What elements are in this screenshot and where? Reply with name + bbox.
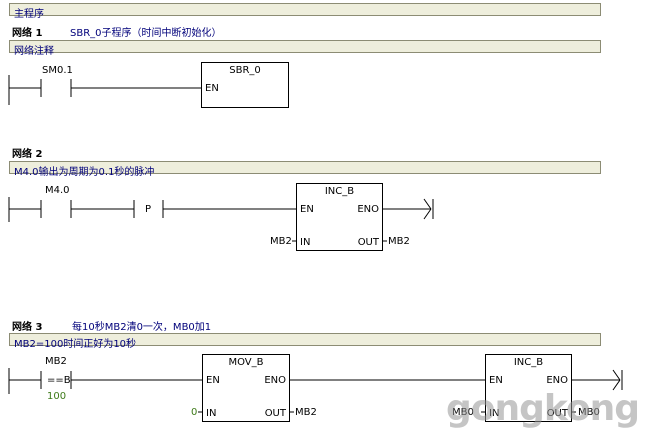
main-program-title: 主程序	[14, 9, 44, 20]
compare-operator[interactable]: ==B	[47, 375, 71, 386]
gongkong-watermark-logo: gongkong	[446, 388, 640, 429]
inc-b-3-out-operand[interactable]: MB0	[578, 407, 600, 418]
network-3-comment-bar[interactable]: MB2=100时间正好为10秒	[9, 333, 601, 350]
contact-sm0-1-label[interactable]: SM0.1	[42, 65, 73, 76]
compare-operand-bottom[interactable]: 100	[47, 391, 67, 402]
network-1-comment: 网络注释	[14, 46, 54, 57]
compare-operand-top[interactable]: MB2	[45, 356, 67, 367]
inc-b-3-box-title: INC_B	[513, 357, 544, 368]
inc-b-en-pin: EN	[300, 204, 314, 215]
inc-b-out-pin: OUT	[357, 237, 379, 248]
inc-b-box-network2[interactable]: INC_B EN ENO IN OUT	[296, 183, 383, 251]
mov-b-eno-pin: ENO	[264, 375, 286, 386]
mov-b-box-title: MOV_B	[228, 357, 264, 368]
network-2-label[interactable]: 网络 2	[12, 149, 43, 160]
network-1-comment-bar[interactable]: 网络注释	[9, 40, 601, 57]
network-3-label[interactable]: 网络 3	[12, 322, 43, 333]
inc-b-eno-pin: ENO	[357, 204, 379, 215]
sbr0-en-pin: EN	[205, 83, 219, 94]
network-2-comment-bar[interactable]: M4.0输出为周期为0.1秒的脉冲	[9, 161, 601, 178]
mov-b-en-pin: EN	[206, 375, 220, 386]
network-3-comment: MB2=100时间正好为10秒	[14, 339, 137, 350]
mov-b-in-pin: IN	[206, 408, 217, 419]
main-program-title-bar[interactable]: 主程序	[9, 3, 601, 20]
sbr0-call-box[interactable]: SBR_0 EN	[201, 62, 289, 108]
mov-b-out-operand[interactable]: MB2	[295, 407, 317, 418]
network-1-title[interactable]: SBR_0子程序（时间中断初始化）	[70, 28, 222, 39]
inc-b-3-eno-pin: ENO	[546, 375, 568, 386]
inc-b-3-out-pin: OUT	[546, 408, 568, 419]
network-1-label[interactable]: 网络 1	[12, 28, 43, 39]
inc-b-box-title: INC_B	[324, 186, 355, 197]
positive-transition-label[interactable]: P	[145, 204, 152, 215]
mov-b-box[interactable]: MOV_B EN ENO IN OUT	[202, 354, 290, 422]
inc-b-box-network3[interactable]: INC_B EN ENO IN OUT	[485, 354, 572, 422]
network-2-comment: M4.0输出为周期为0.1秒的脉冲	[14, 167, 155, 178]
network-3-title[interactable]: 每10秒MB2清0一次，MB0加1	[72, 322, 212, 333]
inc-b-3-in-operand[interactable]: MB0	[452, 407, 474, 418]
contact-m4-0-label[interactable]: M4.0	[45, 185, 70, 196]
inc-b-3-in-pin: IN	[489, 408, 500, 419]
inc-b-out-operand[interactable]: MB2	[388, 236, 410, 247]
inc-b-in-pin: IN	[300, 237, 311, 248]
inc-b-in-operand[interactable]: MB2	[270, 236, 292, 247]
mov-b-out-pin: OUT	[264, 408, 286, 419]
sbr0-box-title: SBR_0	[229, 65, 261, 76]
mov-b-in-operand[interactable]: 0	[191, 407, 198, 418]
inc-b-3-en-pin: EN	[489, 375, 503, 386]
